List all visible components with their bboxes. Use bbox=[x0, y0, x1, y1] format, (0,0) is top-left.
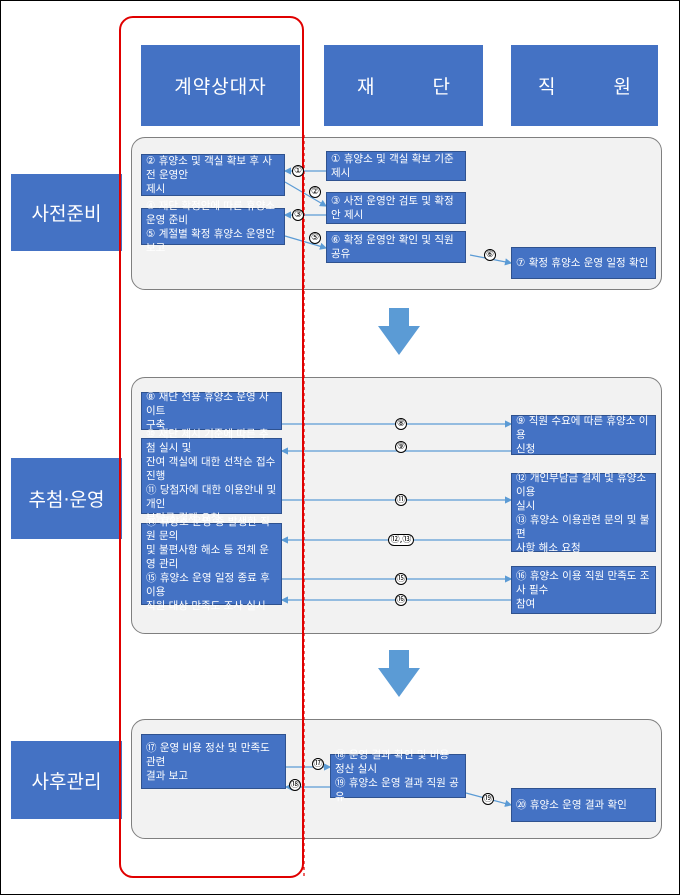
box-step-7: ⑦ 확정 휴양소 운영 일정 확인 bbox=[511, 247, 656, 279]
marker-12-13: ⑫,⑬ bbox=[388, 534, 414, 546]
marker-2: ② bbox=[309, 186, 321, 198]
marker-15: ⑮ bbox=[395, 573, 407, 585]
box-step-20: ⑳ 휴양소 운영 결과 확인 bbox=[511, 788, 656, 822]
header-foundation: 재 단 bbox=[324, 45, 483, 126]
marker-1: ① bbox=[292, 165, 304, 177]
marker-19: ⑲ bbox=[482, 793, 494, 805]
box-step-3: ③ 사전 운영안 검토 및 확정안 제시 bbox=[326, 192, 466, 224]
header-staff: 직 원 bbox=[511, 45, 658, 126]
marker-8: ⑧ bbox=[395, 418, 407, 430]
marker-9: ⑨ bbox=[395, 441, 407, 453]
marker-5: ⑤ bbox=[309, 232, 321, 244]
marker-3: ③ bbox=[292, 209, 304, 221]
arrow-5 bbox=[284, 235, 328, 250]
marker-17: ⑰ bbox=[312, 758, 324, 770]
marker-18: ⑱ bbox=[289, 779, 301, 791]
box-step-1: ① 휴양소 및 객실 확보 기준 제시 bbox=[326, 151, 466, 181]
phase-lottery: 추첨·운영 bbox=[11, 458, 122, 539]
marker-11: ⑪ bbox=[395, 494, 407, 506]
header-contractor: 계약상대자 bbox=[141, 45, 300, 126]
down-arrow-1 bbox=[378, 308, 420, 355]
phase-post: 사후관리 bbox=[11, 741, 122, 819]
phase-prep: 사전준비 bbox=[11, 174, 122, 251]
marker-6: ⑥ bbox=[484, 249, 496, 261]
contractor-highlight bbox=[119, 16, 304, 878]
down-arrow-2 bbox=[378, 650, 420, 697]
arrow-2 bbox=[284, 181, 328, 207]
marker-16: ⑯ bbox=[395, 594, 407, 606]
box-step-6: ⑥ 확정 운영안 확인 및 직원 공유 bbox=[326, 231, 466, 263]
